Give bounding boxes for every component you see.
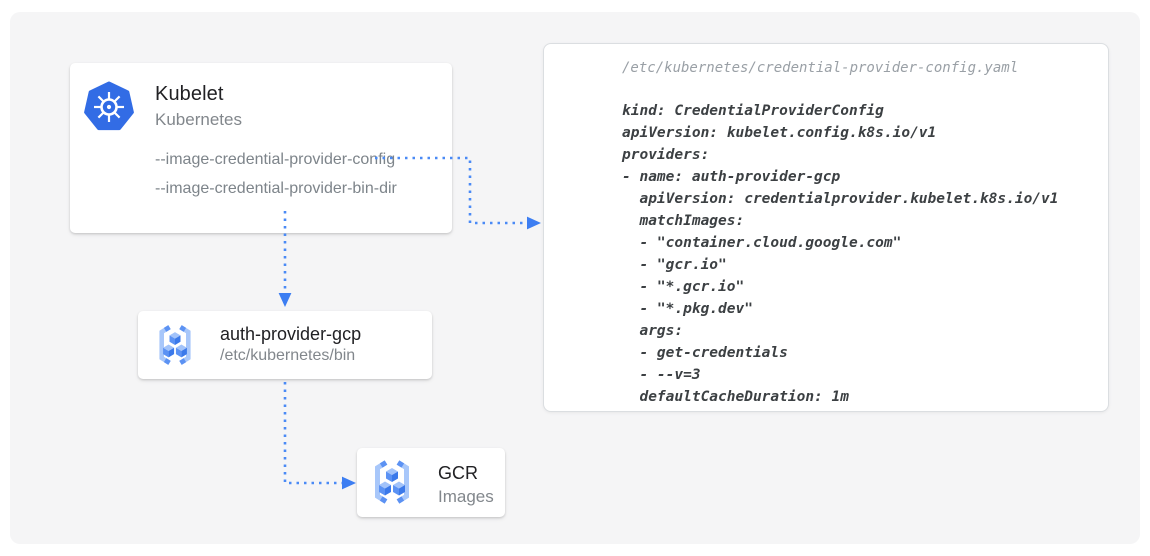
config-line: - "gcr.io" [622,257,727,273]
config-line: - get-credentials [622,345,788,361]
config-line: - "container.cloud.google.com" [622,235,902,251]
config-line: defaultCacheDuration: 1m [622,389,849,405]
kubelet-subtitle: Kubernetes [155,110,242,129]
config-line: args: [622,323,684,339]
config-line: - "*.pkg.dev" [622,301,753,317]
credential-provider-config-panel: /etc/kubernetes/credential-provider-conf… [543,43,1109,412]
flag-image-credential-provider-bin-dir: --image-credential-provider-bin-dir [155,180,397,197]
auth-provider-gcp-card: auth-provider-gcp /etc/kubernetes/bin [138,311,432,379]
kubelet-card: Kubelet Kubernetes --image-credential-pr… [70,63,452,233]
config-line: providers: [622,147,710,163]
config-line: - name: auth-provider-gcp [622,169,841,185]
kubernetes-icon [84,81,134,131]
auth-provider-gcp-title: auth-provider-gcp [220,324,362,344]
kubelet-flags: --image-credential-provider-config --ima… [155,145,397,203]
gcr-subtitle: Images [438,487,494,506]
gcr-registry-icon [375,460,409,504]
config-line: kind: CredentialProviderConfig [622,103,884,119]
auth-provider-gcp-path: /etc/kubernetes/bin [220,347,356,364]
config-yaml-code: kind: CredentialProviderConfig apiVersio… [622,100,1059,408]
config-file-path: /etc/kubernetes/credential-provider-conf… [622,60,1019,76]
config-line: apiVersion: kubelet.config.k8s.io/v1 [622,125,937,141]
config-line: apiVersion: credentialprovider.kubelet.k… [622,191,1059,207]
config-line: - "*.gcr.io" [622,279,745,295]
config-line: - --v=3 [622,367,701,383]
flag-image-credential-provider-config: --image-credential-provider-config [155,151,396,168]
gcr-registry-icon [159,325,191,365]
gcr-title: GCR [438,463,478,483]
config-line: matchImages: [622,213,745,229]
kubelet-title: Kubelet [155,83,224,105]
gcr-card: GCR Images [357,448,505,517]
